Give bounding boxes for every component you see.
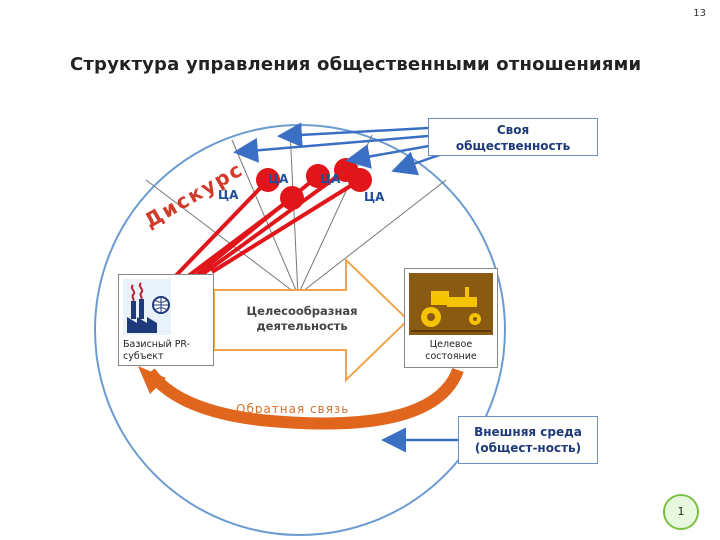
activity-label: Целесообразная деятельность <box>232 304 372 334</box>
own-community-line1: Своя <box>496 123 530 137</box>
sector-lines <box>145 129 447 296</box>
page-title: Структура управления общественными отнош… <box>70 54 642 75</box>
ca-label: ЦА <box>364 190 385 204</box>
blue-arrows <box>233 122 455 176</box>
environment-line1: Внешняя среда <box>474 425 582 439</box>
goal-label-line1: Целевое <box>429 339 473 350</box>
subject-label-line1: Базисный PR- <box>123 339 191 350</box>
feedback-label: Обратная связь <box>236 402 350 416</box>
factory-icon <box>123 279 171 335</box>
activity-label-line2: деятельность <box>256 319 348 333</box>
feedback-arrow-head <box>138 366 166 394</box>
activity-label-line1: Целесообразная <box>246 304 358 318</box>
ca-label: ЦА <box>268 172 289 186</box>
ca-label: ЦА <box>320 172 341 186</box>
goal-label: Целевое состояние <box>405 339 497 363</box>
own-community-line2: общественность <box>455 139 571 153</box>
tractor-icon <box>409 273 493 335</box>
environment-box: Внешняя среда (общест-ность) <box>458 416 598 464</box>
environment-line2: (общест-ность) <box>474 441 582 455</box>
red-arrows <box>160 158 372 292</box>
ca-label: ЦА <box>218 188 239 202</box>
page-badge: 1 <box>663 494 699 530</box>
goal-box: Целевое состояние <box>404 268 498 368</box>
subject-label: Базисный PR- субъект <box>123 339 190 363</box>
goal-label-line2: состояние <box>425 351 477 362</box>
subject-box: Базисный PR- субъект <box>118 274 214 366</box>
own-community-box: Своя общественность <box>428 118 598 156</box>
activity-arrow <box>213 257 410 383</box>
subject-label-line2: субъект <box>123 351 164 362</box>
feedback-arrow <box>145 367 464 430</box>
slide-number: 13 <box>693 8 706 19</box>
